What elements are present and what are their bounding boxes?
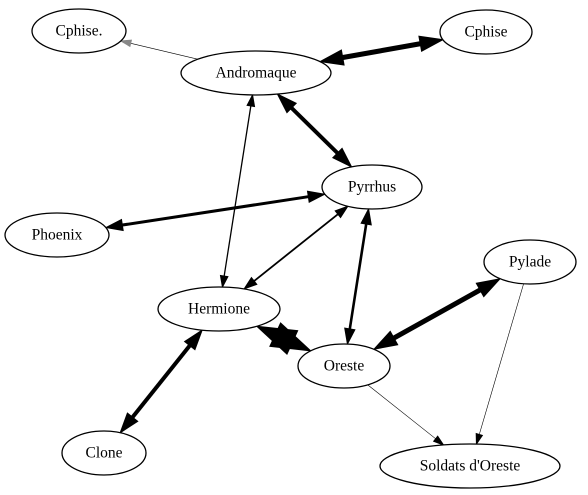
edges-layer (104, 35, 524, 446)
node-cphise-ellipse (439, 9, 533, 55)
node-soldats-ellipse (379, 443, 561, 489)
edge-pylade-oreste (389, 286, 485, 342)
node-andromaque[interactable]: Andromaque (180, 50, 332, 96)
node-clone[interactable]: Clone (61, 430, 147, 476)
edge-arrowhead-cphise-andromaque (318, 49, 345, 66)
node-pyrrhus-label: Pyrrhus (348, 179, 396, 196)
node-oreste-ellipse (297, 343, 391, 389)
edge-arrowhead-hermione-andromaque (246, 93, 256, 108)
edge-arrowhead-oreste-soldats (432, 435, 445, 446)
nodes-layer: Cphise. CphiseAndromaquePyrrhusPhoenixPyl… (4, 8, 577, 489)
edge-arrowhead-pyrrhus-hermione (242, 276, 258, 290)
edge-arrowhead-hermione-clone (119, 412, 139, 434)
edge-hermione-pyrrhus (252, 212, 340, 283)
node-soldats[interactable]: Soldats d'Oreste (379, 443, 561, 489)
edge-hermione-clone (129, 342, 194, 421)
node-oreste[interactable]: Oreste (297, 343, 391, 389)
node-cphise_dot[interactable]: Cphise. (31, 8, 127, 54)
edge-oreste-soldats (367, 384, 438, 440)
node-cphise_dot-ellipse (31, 8, 127, 54)
node-hermione[interactable]: Hermione (157, 286, 281, 332)
edge-pyrrhus-oreste (348, 221, 368, 332)
edge-arrowhead-phoenix-pyrrhus (306, 190, 327, 203)
edge-arrowhead-andromaque-cphise_dot (119, 39, 133, 48)
node-hermione-label: Hermione (188, 301, 250, 318)
edge-andromaque-cphise_dot (129, 42, 198, 60)
edge-arrowhead-pyrrhus-phoenix (104, 218, 124, 232)
node-hermione-ellipse (157, 286, 281, 332)
node-phoenix-ellipse (4, 212, 110, 258)
node-pylade-ellipse (483, 239, 577, 285)
edge-arrowhead-oreste-hermione (255, 325, 299, 356)
node-pylade[interactable]: Pylade (483, 239, 577, 285)
edge-arrowhead-andromaque-pyrrhus (331, 147, 353, 169)
edge-arrowhead-andromaque-cphise (418, 35, 445, 53)
edge-arrowhead-pylade-soldats (475, 432, 484, 446)
edge-pyrrhus-phoenix (119, 194, 312, 227)
node-phoenix[interactable]: Phoenix (4, 212, 110, 258)
edge-hermione-andromaque (223, 104, 252, 278)
node-phoenix-label: Phoenix (32, 227, 83, 244)
node-andromaque-ellipse (180, 50, 332, 96)
node-pyrrhus[interactable]: Pyrrhus (321, 164, 423, 210)
node-pyrrhus-ellipse (321, 164, 423, 210)
node-clone-ellipse (61, 430, 147, 476)
edge-arrowhead-oreste-pylade (475, 277, 502, 298)
edge-arrowhead-andromaque-hermione (219, 274, 229, 289)
node-oreste-label: Oreste (324, 358, 365, 375)
edge-andromaque-pyrrhus (288, 104, 341, 157)
node-cphise-label: Cphise (464, 24, 507, 41)
edge-arrowhead-hermione-pyrrhus (334, 205, 350, 219)
node-cphise_dot-label: Cphise. (56, 23, 103, 40)
edge-arrowhead-clone-hermione (183, 328, 204, 351)
node-soldats-label: Soldats d'Oreste (420, 458, 521, 475)
edge-arrowhead-oreste-pyrrhus (360, 207, 372, 226)
edge-andromaque-cphise (338, 40, 425, 61)
edge-pylade-soldats (478, 283, 524, 436)
node-clone-label: Clone (85, 445, 122, 462)
edge-arrowhead-pylade-oreste (372, 330, 399, 351)
edge-arrowhead-pyrrhus-andromaque (276, 92, 298, 114)
node-pylade-label: Pylade (509, 254, 551, 271)
node-andromaque-label: Andromaque (216, 65, 297, 82)
node-cphise[interactable]: Cphise (439, 9, 533, 55)
edge-arrowhead-pyrrhus-oreste (344, 327, 356, 346)
